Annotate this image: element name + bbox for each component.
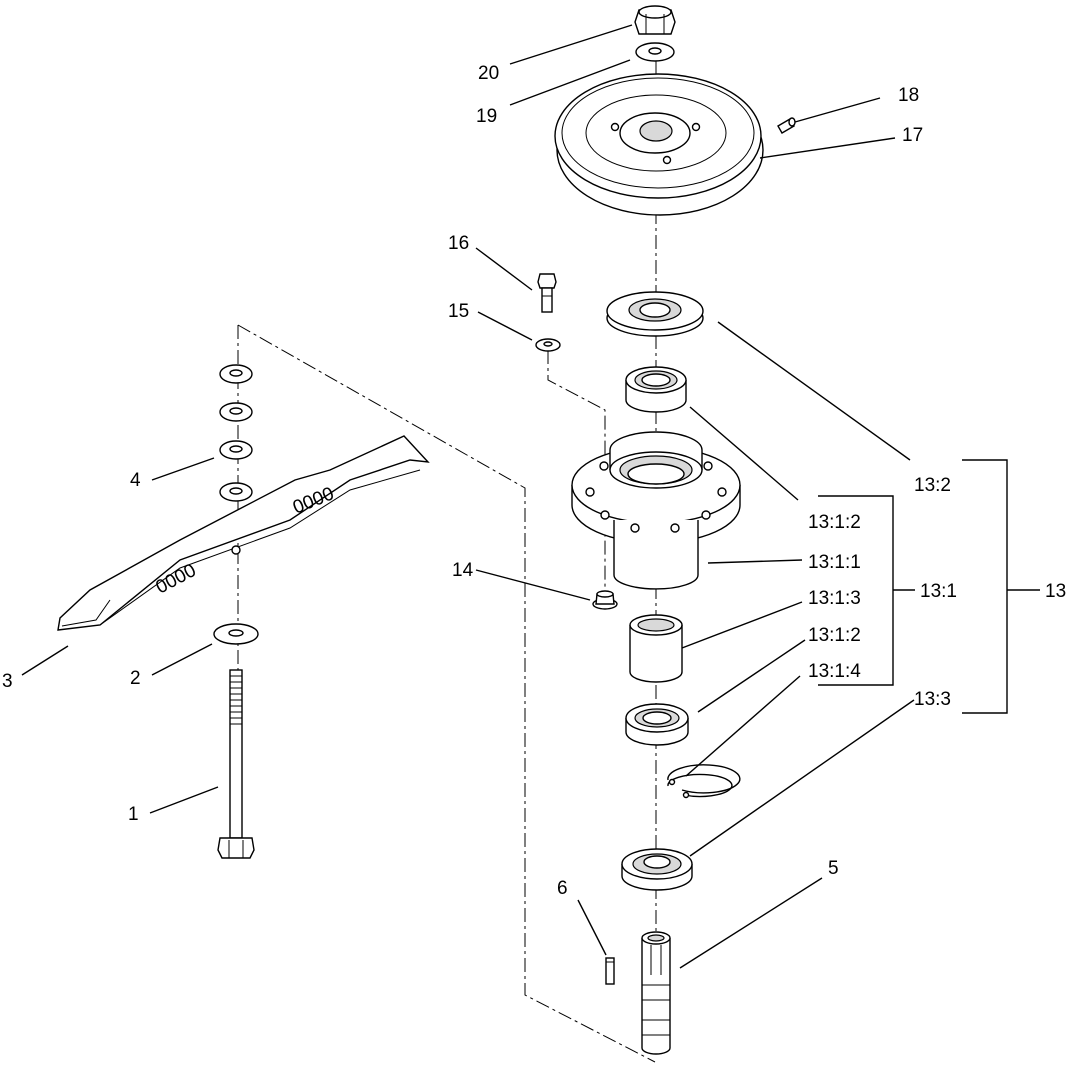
part-bolt-small <box>537 273 557 313</box>
callout-6: 6 <box>557 878 568 899</box>
part-spindle-shaft <box>641 931 671 1055</box>
callout-13-1-3: 13:1:3 <box>808 588 861 609</box>
part-upper-bearing <box>625 366 687 413</box>
callout-20: 20 <box>478 63 499 84</box>
part-washer-stack <box>219 364 253 502</box>
part-spacer-tube <box>629 614 683 683</box>
callout-17: 17 <box>902 125 923 146</box>
callout-13-1-2-lower: 13:1:2 <box>808 625 861 646</box>
callout-13: 13 <box>1045 581 1066 602</box>
callout-4: 4 <box>130 470 141 491</box>
callout-15: 15 <box>448 301 469 322</box>
part-top-seal <box>606 291 704 337</box>
callout-13-1: 13:1 <box>920 581 957 602</box>
part-hex-nut <box>634 5 676 35</box>
part-grease-fitting <box>777 117 796 134</box>
part-key <box>605 957 615 985</box>
part-pulley <box>554 73 764 216</box>
callout-19: 19 <box>476 106 497 127</box>
callout-3: 3 <box>2 671 13 692</box>
callout-14: 14 <box>452 560 474 581</box>
part-blade: 0000 0000 <box>57 435 430 631</box>
part-lower-seal <box>621 848 693 891</box>
part-retaining-ring <box>667 764 741 799</box>
part-spindle-housing <box>571 431 741 590</box>
callout-2: 2 <box>130 668 141 689</box>
callout-5: 5 <box>828 858 839 879</box>
callout-13-1-2-upper: 13:1:2 <box>808 512 861 533</box>
callout-13-3: 13:3 <box>914 689 951 710</box>
part-small-washer <box>535 338 561 352</box>
part-flange-nut <box>592 590 618 610</box>
callout-13-1-4: 13:1:4 <box>808 661 861 682</box>
callout-1: 1 <box>128 804 139 825</box>
part-blade-washer <box>213 623 259 645</box>
leader-lines <box>21 24 1040 969</box>
part-lower-bearing <box>625 703 689 746</box>
callout-16: 16 <box>448 233 469 254</box>
callout-18: 18 <box>898 85 919 106</box>
center-lines <box>237 60 657 1063</box>
callout-13-2: 13:2 <box>914 475 951 496</box>
part-washer-top <box>635 42 675 62</box>
part-blade-bolt <box>217 669 255 859</box>
callout-labels: 20 19 18 17 16 15 4 3 2 1 14 5 6 13:2 13… <box>2 63 1066 899</box>
callout-13-1-1: 13:1:1 <box>808 552 861 573</box>
